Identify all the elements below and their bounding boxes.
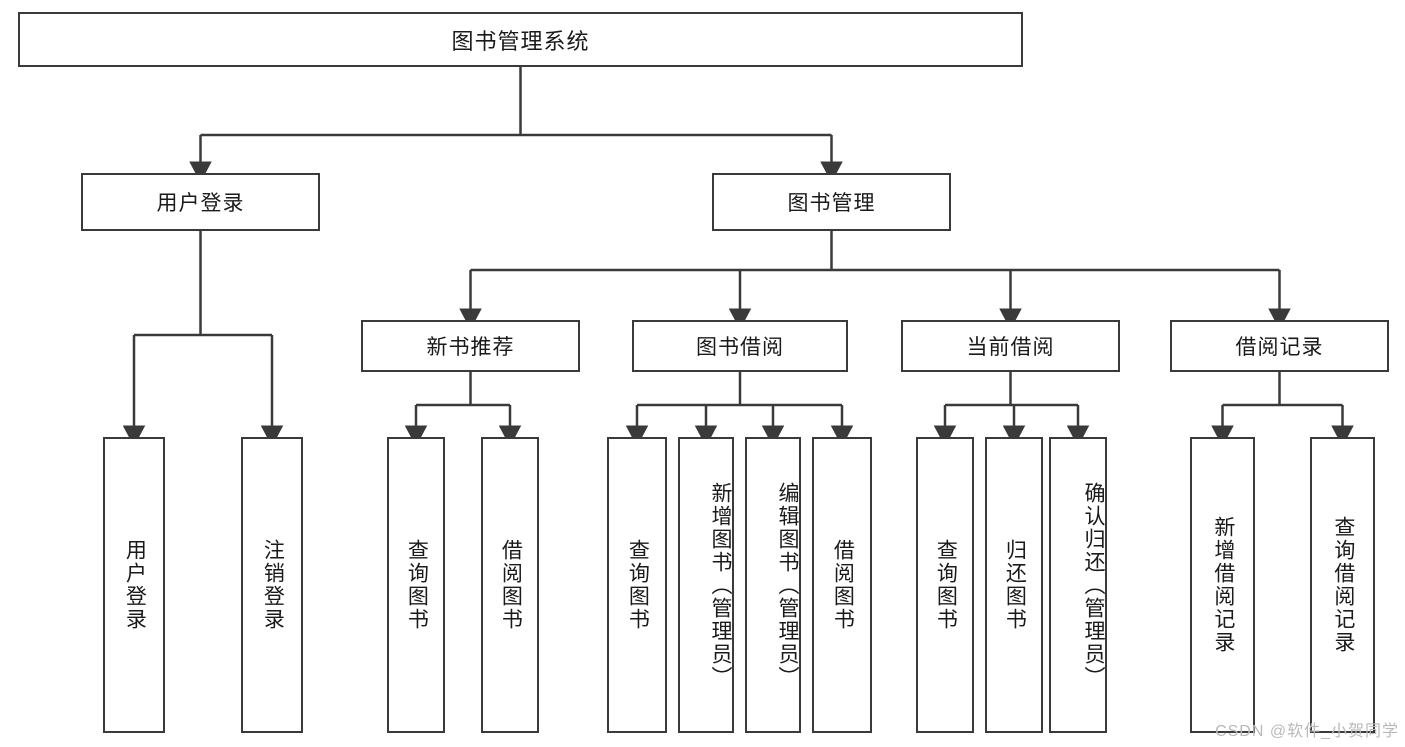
node-borrow-record[interactable]: 借阅记录 (1170, 320, 1389, 372)
node-leaf-query-book-cur-label: 查询图书 (934, 539, 958, 631)
node-leaf-add-record[interactable]: 新增借阅记录 (1190, 437, 1255, 733)
node-leaf-confirm-return-label: 确认归还（管理员） (1082, 481, 1105, 689)
node-leaf-query-record[interactable]: 查询借阅记录 (1310, 437, 1375, 733)
node-book-borrow-label: 图书借阅 (696, 336, 784, 359)
node-book-manage[interactable]: 图书管理 (712, 173, 951, 231)
node-leaf-add-book-label: 新增图书（管理员） (709, 481, 732, 689)
node-leaf-borrow-book-rec[interactable]: 借阅图书 (481, 437, 539, 733)
node-leaf-borrow-book-label: 借阅图书 (831, 539, 855, 631)
node-leaf-edit-book[interactable]: 编辑图书（管理员） (745, 437, 801, 733)
node-leaf-add-record-label: 新增借阅记录 (1211, 516, 1235, 654)
node-current-borrow[interactable]: 当前借阅 (901, 320, 1120, 372)
node-leaf-query-book-rec-label: 查询图书 (405, 539, 429, 631)
node-book-manage-label: 图书管理 (787, 192, 876, 215)
node-leaf-query-book[interactable]: 查询图书 (607, 437, 667, 733)
node-book-borrow[interactable]: 图书借阅 (632, 320, 848, 372)
node-leaf-logout[interactable]: 注销登录 (241, 437, 303, 733)
node-root[interactable]: 图书管理系统 (18, 12, 1023, 67)
node-borrow-record-label: 借阅记录 (1235, 336, 1324, 359)
node-new-book-rec[interactable]: 新书推荐 (361, 320, 580, 372)
node-leaf-user-login[interactable]: 用户登录 (103, 437, 165, 733)
node-leaf-edit-book-label: 编辑图书（管理员） (776, 481, 799, 689)
watermark-text: CSDN @软件_小贺同学 (1215, 723, 1399, 740)
node-leaf-query-book-label: 查询图书 (626, 539, 650, 631)
node-leaf-add-book[interactable]: 新增图书（管理员） (678, 437, 734, 733)
node-leaf-confirm-return[interactable]: 确认归还（管理员） (1049, 437, 1107, 733)
node-current-borrow-label: 当前借阅 (966, 336, 1055, 359)
node-leaf-user-login-label: 用户登录 (123, 539, 147, 631)
node-user-login[interactable]: 用户登录 (81, 173, 320, 231)
node-leaf-borrow-book-rec-label: 借阅图书 (499, 539, 523, 631)
node-leaf-return-book-label: 归还图书 (1003, 539, 1027, 631)
node-leaf-query-record-label: 查询借阅记录 (1331, 516, 1355, 654)
node-leaf-query-book-cur[interactable]: 查询图书 (916, 437, 974, 733)
node-new-book-rec-label: 新书推荐 (426, 336, 515, 359)
node-leaf-query-book-rec[interactable]: 查询图书 (387, 437, 445, 733)
node-root-label: 图书管理系统 (451, 28, 590, 54)
node-leaf-borrow-book[interactable]: 借阅图书 (812, 437, 872, 733)
node-leaf-logout-label: 注销登录 (261, 539, 285, 631)
node-leaf-return-book[interactable]: 归还图书 (985, 437, 1043, 733)
node-user-login-label: 用户登录 (156, 192, 245, 215)
